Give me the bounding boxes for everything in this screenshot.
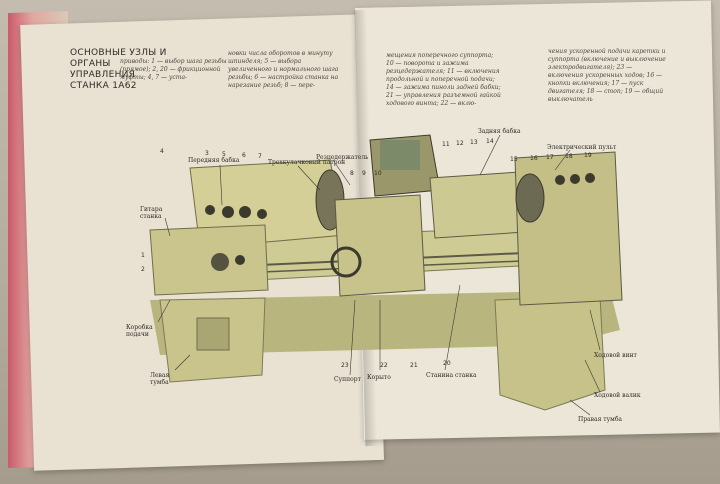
- part-number: 8: [350, 170, 354, 177]
- part-number: 20: [443, 360, 451, 367]
- label-feed-box: Коробка подачи: [126, 324, 153, 338]
- leader-lines: [157, 134, 601, 416]
- label-tailstock: Задняя бабка: [478, 128, 521, 135]
- label-cutter-holder: Резцедержатель: [316, 154, 369, 161]
- feed-gearbox: [149, 224, 269, 296]
- part-number: 14: [486, 138, 494, 145]
- tailstock: [429, 171, 526, 239]
- label-electric-panel: Электрический пульт: [547, 144, 617, 151]
- headstock-knob-3: [239, 206, 251, 218]
- text-column-4: чения ускоренной подачи каретки и суппор…: [548, 48, 666, 103]
- pedestal-grille: [196, 317, 230, 351]
- panel-button-1: [555, 175, 565, 185]
- gearbox-handwheel: [211, 253, 229, 271]
- part-number: 11: [442, 141, 450, 148]
- label-carriage-support: Суппорт: [334, 376, 361, 383]
- headstock-knob-2: [222, 206, 234, 218]
- gearbox-knob: [235, 255, 245, 265]
- label-guitar: Гитара станка: [140, 206, 163, 220]
- part-number: 3: [205, 150, 209, 157]
- part-number: 19: [584, 152, 592, 159]
- part-number: 12: [456, 140, 464, 147]
- part-number: 23: [341, 362, 349, 369]
- label-feed-shaft: Ходовой валик: [594, 392, 641, 399]
- part-number: 1: [141, 252, 145, 259]
- label-left-pedestal: Левая тумба: [150, 372, 170, 386]
- page-heading: ОСНОВНЫЕ УЗЛЫ И ОРГАНЫ УПРАВЛЕНИЯ СТАНКА…: [70, 48, 167, 91]
- part-number: 17: [546, 154, 554, 161]
- panel-button-2: [570, 174, 580, 184]
- label-right-pedestal: Правая тумба: [578, 416, 623, 423]
- part-number: 7: [258, 153, 262, 160]
- part-number: 15: [510, 156, 518, 163]
- part-number: 6: [242, 152, 246, 159]
- headstock-knob-4: [257, 209, 267, 219]
- text-column-2: новки числа оборотов в минуту шпинделя; …: [228, 50, 339, 89]
- label-apron: Корыто: [367, 374, 391, 381]
- label-front-headstock: Передняя бабка: [188, 157, 240, 164]
- panel-button-3: [585, 173, 595, 183]
- part-number: 5: [222, 151, 226, 158]
- carriage-handwheel: [330, 246, 362, 278]
- chip-guard: [380, 140, 420, 170]
- right-pedestal: [494, 295, 606, 411]
- part-number: 21: [410, 362, 418, 369]
- label-bed: Станина станка: [426, 372, 477, 379]
- headstock-knob-1: [205, 205, 215, 215]
- part-number: 4: [160, 148, 164, 155]
- part-number: 22: [380, 362, 388, 369]
- apron: [334, 194, 426, 297]
- part-number: 10: [374, 170, 382, 177]
- label-chuck: Трехкулачковый патрон: [268, 159, 346, 166]
- part-number: 13: [470, 139, 478, 146]
- part-number: 9: [362, 170, 366, 177]
- motor-housing: [515, 173, 545, 223]
- text-column-1: приводы: 1 — выбор шага резьбы (прямое);…: [120, 58, 227, 81]
- part-number: 16: [530, 155, 538, 162]
- part-number: 2: [141, 266, 145, 273]
- label-lead-screw: Ходовой винт: [594, 352, 637, 359]
- text-column-3: мещения поперечного суппорта; 10 — повор…: [386, 52, 501, 107]
- part-number: 18: [565, 153, 573, 160]
